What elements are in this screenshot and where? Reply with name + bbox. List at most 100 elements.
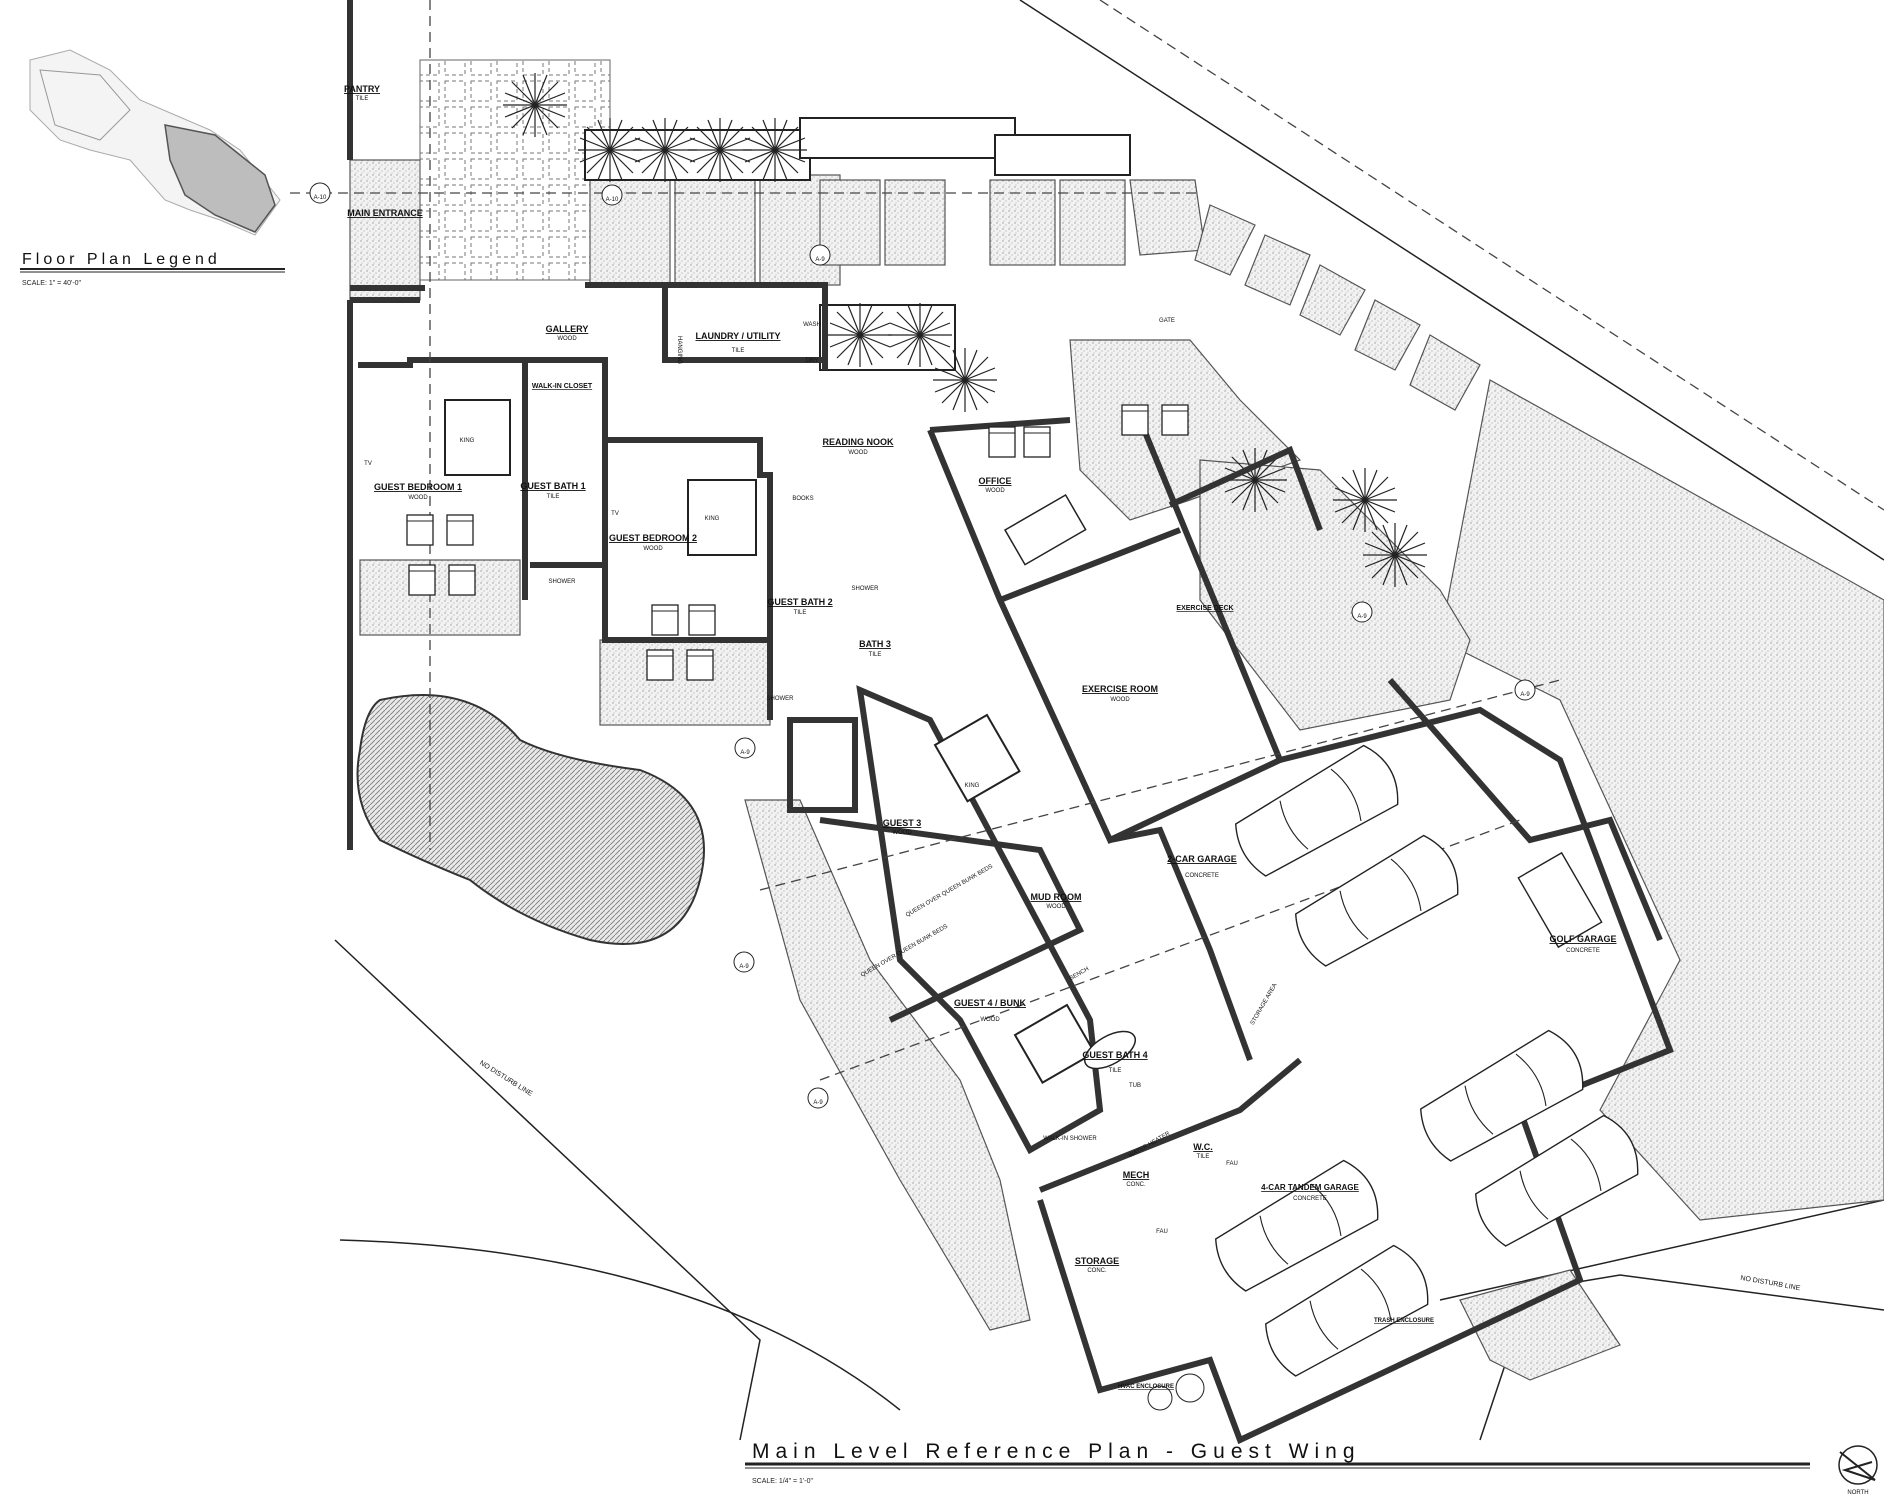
hanging-label: HANGING — [676, 336, 682, 364]
legend-scale: SCALE: 1" = 40'-0" — [22, 280, 82, 287]
room-label-hvac-enclosure: HVAC ENCLOSURE — [1118, 1384, 1174, 1390]
bunk-beds-label: QUEEN OVER QUEEN BUNK BEDS — [905, 864, 994, 919]
furniture — [406, 399, 1205, 1411]
section-tag-label: A-9 — [815, 257, 825, 263]
room-label-wc: W.C. — [1193, 1142, 1213, 1152]
dryer-label: DRY — [806, 358, 819, 364]
room-finish: CONCRETE — [1566, 948, 1600, 954]
section-tag-label: A-9 — [1520, 692, 1530, 698]
room-finish: WOOD — [1110, 697, 1130, 703]
room-finish: TILE — [547, 494, 560, 500]
room-label-main-entrance: MAIN ENTRANCE — [347, 208, 423, 218]
palm-icon — [632, 117, 698, 183]
bed-label-king: KING — [705, 516, 720, 522]
palm-icon — [827, 302, 893, 368]
room-finish: WOOD — [985, 488, 1005, 494]
room-finish: TILE — [794, 610, 807, 616]
north-arrow-icon — [1838, 1445, 1878, 1485]
key-plan-thumbnail — [29, 49, 281, 236]
shower-label: SHOWER — [852, 586, 880, 592]
room-label-guest-bath-4: GUEST BATH 4 — [1082, 1050, 1147, 1060]
books-label: BOOKS — [792, 496, 813, 502]
section-marker-icon: A-10 — [601, 184, 623, 206]
room-label-storage: STORAGE — [1075, 1256, 1119, 1266]
section-tag-label: A-9 — [740, 750, 750, 756]
pool — [356, 694, 705, 945]
room-finish: TILE — [869, 652, 882, 658]
section-tags: A-10 A-10 A-9 A-9 A-9 A-9 A-9 A-9 — [309, 182, 1536, 1109]
section-tag-label: A-10 — [606, 197, 619, 203]
section-marker-icon: A-9 — [1351, 601, 1373, 623]
bed-icon — [933, 713, 1021, 803]
room-label-pantry: PANTRY — [344, 84, 380, 94]
room-label-guest-bedroom-2: GUEST BEDROOM 2 — [609, 533, 697, 543]
room-label-2-car-garage: 2-CAR GARAGE — [1167, 854, 1237, 864]
storage-area-label: STORAGE AREA — [1250, 983, 1279, 1027]
chair-icon — [1161, 404, 1189, 436]
fau-label: FAU — [1226, 1161, 1238, 1167]
section-marker-icon: A-9 — [807, 1087, 829, 1109]
chair-icon — [1023, 426, 1051, 458]
room-finish: WOOD — [643, 546, 663, 552]
room-label-4-car-tandem-garage: 4-CAR TANDEM GARAGE — [1261, 1183, 1359, 1192]
shower-label: SHOWER — [767, 696, 795, 702]
fau-label: FAU — [1156, 1229, 1168, 1235]
water-heater-label: WATER HEATER — [1128, 1131, 1172, 1160]
section-marker-icon: A-10 — [309, 182, 331, 204]
room-finish: TILE — [356, 96, 369, 102]
bed-icon — [1013, 1003, 1096, 1084]
room-finish: TILE — [1197, 1154, 1210, 1160]
room-label-guest-bedroom-1: GUEST BEDROOM 1 — [374, 482, 462, 492]
chair-icon — [988, 426, 1016, 458]
section-marker-icon: A-9 — [809, 244, 831, 266]
section-tag-label: A-9 — [1357, 614, 1367, 620]
walk-in-shower-label: WALK-IN SHOWER — [1043, 1136, 1097, 1142]
room-finish: TILE — [732, 348, 745, 354]
bunk-beds-label: QUEEN OVER QUEEN BUNK BEDS — [860, 924, 949, 979]
room-label-trash-enclosure: TRASH ENCLOSURE — [1374, 1318, 1434, 1324]
hvac-unit-icon — [1175, 1373, 1205, 1403]
chair-icon — [406, 514, 434, 546]
section-marker-icon: A-9 — [1514, 679, 1536, 701]
room-finish: CONC. — [1126, 1182, 1146, 1188]
tv-label: TV — [364, 461, 372, 467]
desk-icon — [1003, 493, 1087, 566]
room-finish: TILE — [1109, 1068, 1122, 1074]
room-label-mech: MECH — [1123, 1170, 1150, 1180]
bed-label-king: KING — [965, 783, 980, 789]
reference-grid-lines — [290, 0, 1561, 1081]
golf-cart-icon — [1517, 851, 1603, 949]
hvac-unit-icon — [1147, 1385, 1173, 1411]
planters — [502, 72, 1428, 588]
chair-icon — [686, 649, 714, 681]
bed-icon — [444, 399, 511, 476]
room-finish: WOOD — [980, 1017, 1000, 1023]
palm-icon — [932, 347, 998, 413]
room-finish: WOOD — [408, 495, 428, 501]
room-label-guest-bath-1: GUEST BATH 1 — [520, 481, 585, 491]
bench-label: BENCH — [1069, 966, 1090, 982]
tv-label: TV — [611, 511, 619, 517]
no-disturb-line-label: NO DISTURB LINE — [1740, 1275, 1801, 1292]
legend-title: Floor Plan Legend — [22, 251, 221, 268]
chair-icon — [408, 564, 436, 596]
section-tag-label: A-10 — [314, 195, 327, 201]
section-marker-icon: A-9 — [734, 737, 756, 759]
chair-icon — [646, 649, 674, 681]
plan-scale: SCALE: 1/4" = 1'-0" — [752, 1478, 813, 1485]
washer-label: WASH — [803, 322, 821, 328]
room-label-walk-in-closet: WALK-IN CLOSET — [532, 383, 593, 390]
car-icon — [1286, 829, 1468, 974]
room-finish: WOOD — [892, 830, 912, 836]
chair-icon — [651, 604, 679, 636]
room-label-reading-nook: READING NOOK — [822, 437, 894, 447]
section-tag-label: A-9 — [813, 1100, 823, 1106]
room-label-mud-room: MUD ROOM — [1031, 892, 1082, 902]
palm-icon — [687, 117, 753, 183]
room-label-guest-3: GUEST 3 — [883, 818, 922, 828]
bed-label-king: KING — [460, 438, 475, 444]
room-finish: CONCRETE — [1293, 1196, 1327, 1202]
room-finish: WOOD — [557, 336, 577, 342]
cars — [1206, 739, 1648, 1384]
